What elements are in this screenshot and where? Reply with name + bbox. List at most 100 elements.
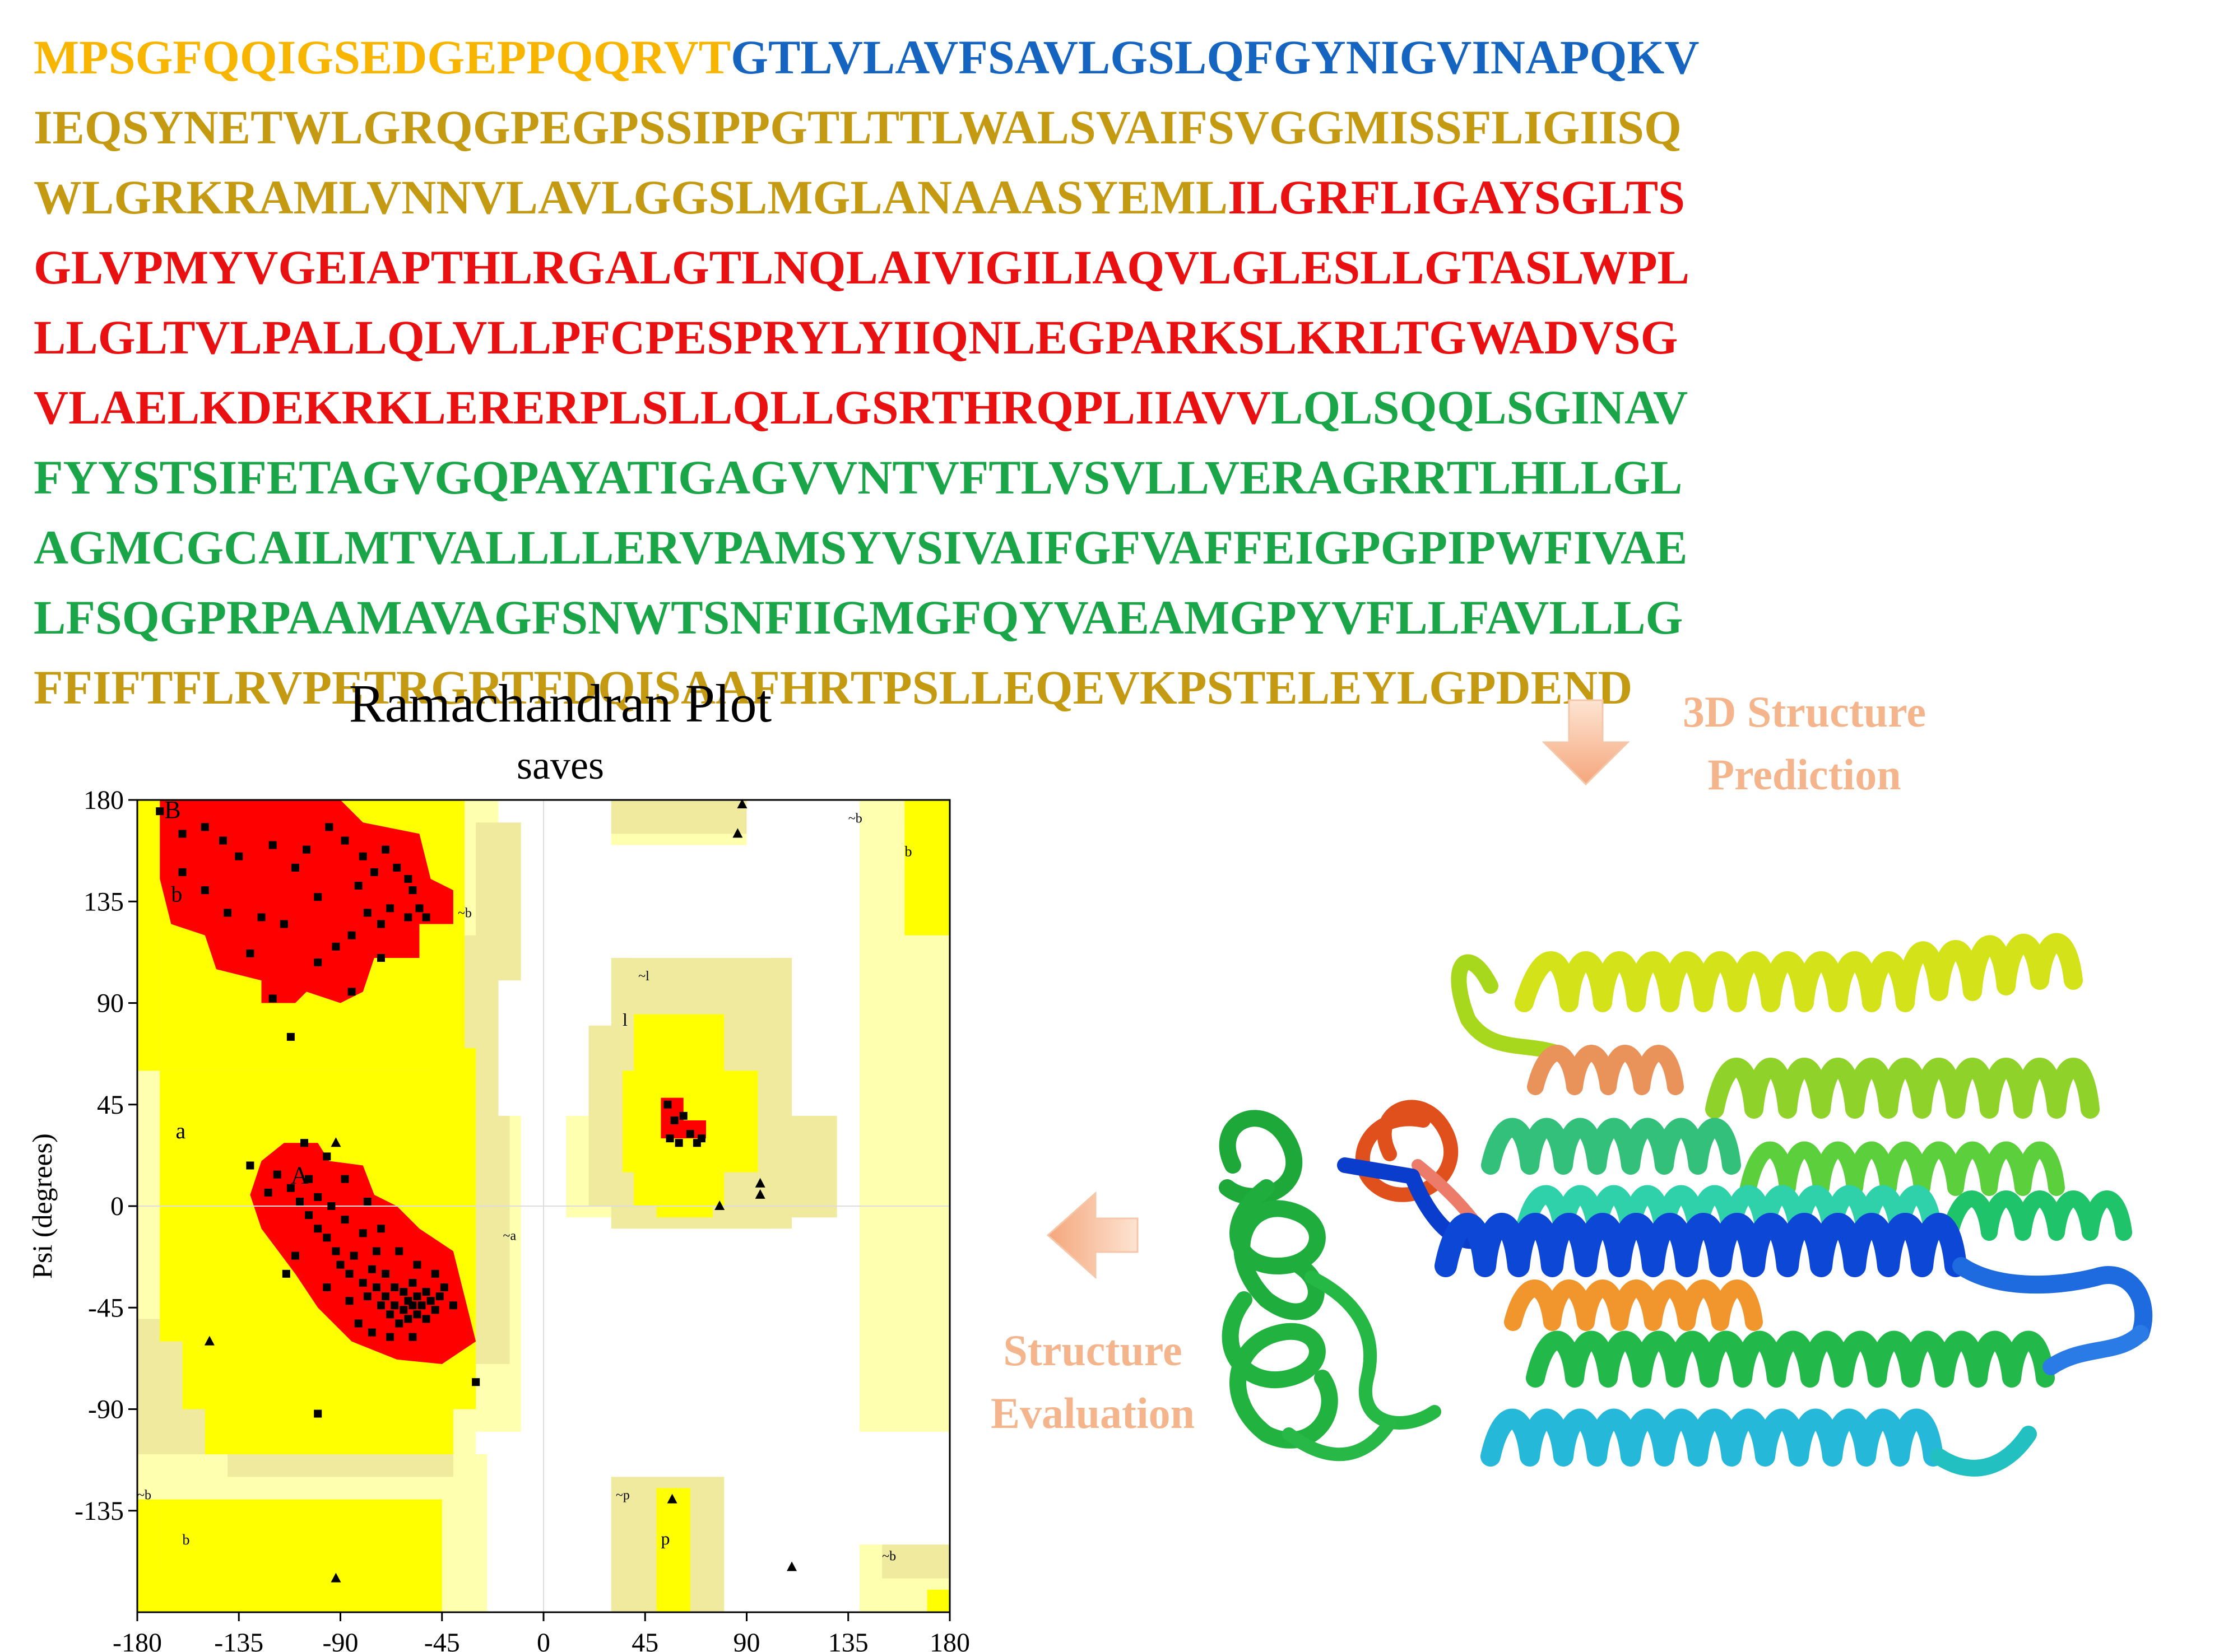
data-point-square [679, 1111, 688, 1120]
data-point-square [178, 868, 187, 876]
evaluation-line2: Evaluation [990, 1389, 1195, 1437]
data-point-square [435, 1292, 444, 1301]
data-point-square [268, 994, 277, 1003]
region-label: ~b [848, 811, 862, 826]
data-point-square [413, 1260, 421, 1269]
data-point-square [408, 1333, 417, 1341]
region-label: ~p [616, 1488, 630, 1503]
generous-region [882, 1544, 950, 1579]
data-point-square [422, 1288, 430, 1296]
data-point-square [408, 886, 417, 895]
arrow-down-icon [1542, 699, 1630, 786]
data-point-square [377, 920, 385, 928]
data-point-square [332, 942, 340, 951]
sequence-segment: VLAELKDEKRKLERERPLSLLQLLGSRTHRQPLIIAVV [34, 380, 1271, 434]
data-point-square [431, 1306, 439, 1314]
data-point-triangle [755, 1178, 765, 1188]
data-point-square [359, 852, 367, 860]
data-point-square [264, 1188, 272, 1197]
quadrant-dividers [137, 800, 950, 1612]
data-point-triangle [755, 1189, 765, 1199]
data-point-triangle [331, 1137, 341, 1147]
data-point-square [408, 1301, 417, 1310]
region-label: b [183, 1532, 190, 1548]
data-point-square [686, 1130, 694, 1138]
data-point-square [156, 807, 164, 816]
y-tick-label: -45 [88, 1293, 124, 1323]
y-tick-label: 0 [110, 1192, 124, 1221]
sequence-line: LLGLTVLPALLQLVLLPFCPESPRYLYIIQNLEGPARKSL… [34, 303, 1699, 373]
sequence-line: FYYSTSIFETAGVGQPAYATIGAGVVNTVFTLVSVLLVER… [34, 443, 1699, 513]
data-point-square [393, 863, 401, 872]
data-point-square [345, 1297, 354, 1305]
data-point-square [675, 1139, 683, 1147]
data-point-square [282, 1269, 290, 1278]
data-points [156, 799, 797, 1583]
x-tick-label: -90 [323, 1628, 359, 1652]
sequence-line: FFIFTFLRVPETRGRTFDQISAAFHRTPSLLEQEVKPSTE… [34, 653, 1699, 723]
data-point-square [426, 1297, 435, 1305]
data-point-square [300, 1139, 309, 1147]
data-point-square [291, 1251, 299, 1260]
data-point-square [201, 823, 209, 831]
data-point-square [449, 1301, 457, 1310]
region-label: ~b [458, 906, 472, 920]
generous-region [611, 800, 747, 834]
x-tick-label: 45 [632, 1628, 658, 1652]
protein-3d-structure [1219, 933, 2153, 1477]
data-point-square [663, 1100, 672, 1109]
data-point-square [382, 1269, 390, 1278]
data-point-square [280, 920, 288, 928]
data-point-square [404, 913, 412, 922]
data-point-triangle [331, 1572, 341, 1583]
data-point-square [377, 1225, 385, 1233]
prediction-line1: 3D Structure [1683, 687, 1926, 736]
sequence-segment: LQLSQQLSGINAV [1271, 380, 1688, 434]
data-point-square [257, 913, 266, 922]
region-label: ~b [882, 1549, 896, 1563]
data-point-square [286, 1184, 295, 1192]
data-point-square [354, 1319, 363, 1328]
data-point-square [391, 1301, 399, 1310]
sequence-segment: GTLVLAVFSAVLGSLQFGYNIGVINAPQKV [731, 30, 1700, 84]
data-point-square [341, 1175, 349, 1183]
data-point-square [246, 949, 254, 957]
sequence-line: VLAELKDEKRKLERERPLSLLQLLGSRTHRQPLIIAVVLQ… [34, 373, 1699, 443]
sequence-line: MPSGFQQIGSEDGEPPQQRVTGTLVLAVFSAVLGSLQFGY… [34, 22, 1699, 92]
region-label: ~a [503, 1228, 517, 1243]
data-point-square [359, 1278, 367, 1287]
data-point-triangle [737, 799, 748, 809]
generous-region [476, 822, 521, 981]
sequence-line: IEQSYNETWLGRQGPEGPSSIPPGTLTTLWALSVAIFSVG… [34, 92, 1699, 162]
data-point-square [219, 836, 228, 845]
data-point-square [341, 836, 349, 845]
data-point-square [372, 1247, 380, 1255]
x-tick-label: -135 [214, 1628, 263, 1652]
prediction-line2: Prediction [1707, 750, 1901, 799]
prediction-step-label: 3D Structure Prediction [1614, 681, 1995, 806]
data-point-square [325, 823, 333, 831]
data-point-square [417, 1301, 426, 1310]
data-point-square [314, 1193, 322, 1201]
region-label: ~l [638, 969, 649, 984]
data-point-square [336, 1260, 345, 1269]
allowed-region [927, 1589, 950, 1612]
data-point-square [413, 1310, 421, 1319]
data-point-square [382, 1292, 390, 1301]
data-point-square [178, 830, 187, 838]
x-tick-label: -45 [424, 1628, 460, 1652]
data-point-square [404, 874, 412, 883]
data-point-square [332, 1247, 340, 1255]
data-point-square [377, 1301, 385, 1310]
data-point-square [370, 868, 378, 876]
data-point-square [323, 1152, 331, 1161]
data-point-square [431, 1269, 439, 1278]
data-point-square [395, 1319, 403, 1328]
sequence-segment: LFSQGPRPAAMAVAGFSNWTSNFIIGMGFQYVAEAMGPYV… [34, 590, 1683, 644]
y-tick-label: 180 [83, 785, 124, 815]
data-point-square [400, 1306, 408, 1314]
data-point-square [363, 909, 372, 917]
y-axis-label: Psi (degrees) [26, 1133, 58, 1279]
data-point-square [359, 1229, 367, 1237]
